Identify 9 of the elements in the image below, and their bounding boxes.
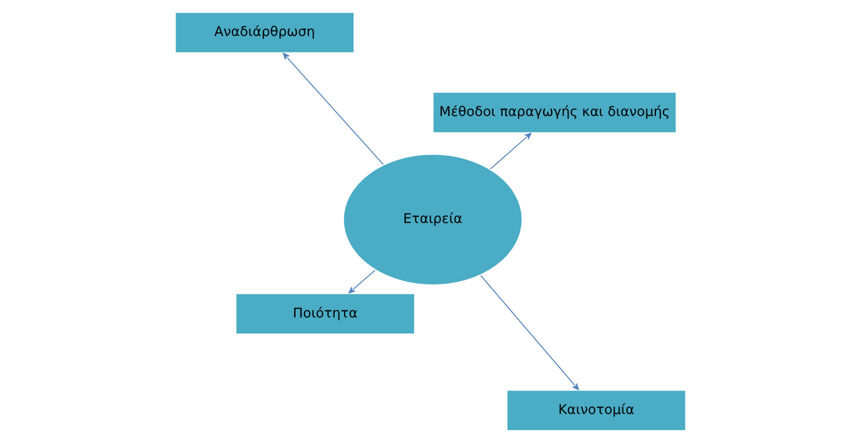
node-box: Καινοτομία	[506, 388, 688, 432]
node-box: Ποιότητα	[234, 292, 416, 336]
arrow	[490, 132, 532, 170]
node-ellipse: Εταιρεία	[342, 152, 524, 286]
arrow	[348, 270, 376, 294]
node-box: Μέθοδοι παραγωγής και διανομής	[432, 90, 678, 134]
arrow	[480, 275, 579, 390]
node-box: Αναδιάρθρωση	[174, 10, 356, 54]
arrow	[282, 52, 384, 165]
